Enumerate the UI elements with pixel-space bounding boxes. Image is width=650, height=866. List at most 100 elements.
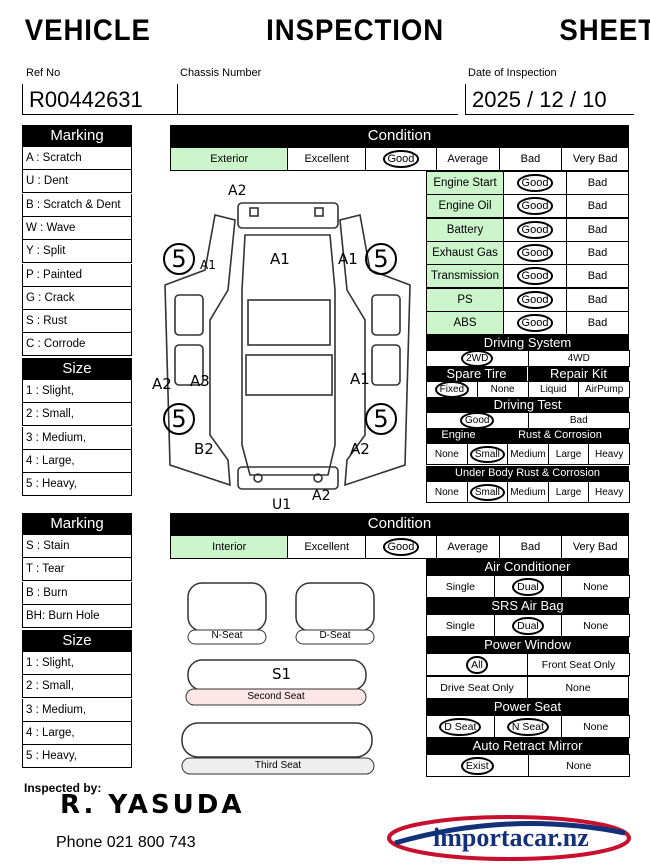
underbody-header: Under Body Rust & Corrosion xyxy=(426,466,629,481)
exterior-diagram xyxy=(164,202,411,490)
marking-item: S : Rust xyxy=(22,310,132,334)
mirror-text: None xyxy=(566,759,592,772)
spare-option[interactable]: Liquid xyxy=(527,381,580,398)
power-window-option[interactable]: All xyxy=(426,653,528,676)
air-conditioner-text: Single xyxy=(445,580,475,593)
driving-system-selected: 2WD xyxy=(461,350,494,367)
check-good[interactable]: Good xyxy=(503,194,567,219)
check-good[interactable]: Good xyxy=(503,264,567,289)
driving-test-selected: Good xyxy=(459,412,496,429)
int-excellent[interactable]: Excellent xyxy=(287,535,367,559)
damage-mark: A1 xyxy=(350,370,370,388)
power-window-text: Front Seat Only xyxy=(541,658,616,671)
engine-rust-option[interactable]: Large xyxy=(547,443,590,465)
power-window-option[interactable]: None xyxy=(527,676,629,699)
check-good[interactable]: Good xyxy=(503,287,567,312)
driving-test-option[interactable]: Bad xyxy=(527,412,630,429)
check-label: PS xyxy=(426,287,504,312)
spare-tire-selected: Fixed xyxy=(434,381,470,398)
third-seat-label: Third Seat xyxy=(254,760,302,771)
power-window-option[interactable]: Drive Seat Only xyxy=(426,676,528,699)
marking2-item: T : Tear xyxy=(22,558,132,582)
marking-header: Marking xyxy=(22,125,132,147)
marking-item: W : Wave xyxy=(22,216,132,240)
srs-option[interactable]: Single xyxy=(426,614,495,637)
cond-excellent[interactable]: Excellent xyxy=(287,147,367,171)
check-bad[interactable]: Bad xyxy=(566,264,629,289)
engine-rust-option[interactable]: Heavy xyxy=(588,443,630,465)
damage-mark: A2 xyxy=(152,375,172,393)
damage-mark: 5 xyxy=(365,243,397,275)
spare-option[interactable]: Fixed xyxy=(426,381,478,398)
air-conditioner-option[interactable]: None xyxy=(561,575,630,598)
power-seat-option[interactable]: None xyxy=(561,715,630,738)
underbody-option[interactable]: Heavy xyxy=(588,481,630,503)
engine-rust-text: Medium xyxy=(510,448,546,460)
check-label: Exhaust Gas xyxy=(426,240,504,265)
check-good[interactable]: Good xyxy=(503,240,567,265)
driving-test-option[interactable]: Good xyxy=(426,412,529,429)
repair-kit-text: Liquid xyxy=(540,384,567,395)
check-bad[interactable]: Bad xyxy=(566,310,629,335)
driving-system-option[interactable]: 4WD xyxy=(527,350,630,367)
spare-option[interactable]: AirPump xyxy=(578,381,630,398)
exterior-condition-row: Exterior Excellent Good Average Bad Very… xyxy=(169,147,629,171)
power-window-text: Drive Seat Only xyxy=(440,681,514,694)
check-good[interactable]: Good xyxy=(503,217,567,242)
marking2-item: S : Stain xyxy=(22,535,132,558)
phone: Phone 021 800 743 xyxy=(56,834,196,851)
engine-rust-selected: Small xyxy=(469,445,505,463)
engine-rust-option[interactable]: Medium xyxy=(507,443,549,465)
int-average[interactable]: Average xyxy=(435,535,500,559)
underbody-option[interactable]: Medium xyxy=(507,481,549,503)
second-seat-label: Second Seat xyxy=(247,691,305,702)
repair-kit-header: Repair Kit xyxy=(528,366,629,381)
srs-option[interactable]: Dual xyxy=(493,614,563,637)
air-conditioner-option[interactable]: Dual xyxy=(493,575,563,598)
spare-option[interactable]: None xyxy=(476,381,529,398)
engine-rust-option[interactable]: None xyxy=(426,443,468,465)
power-seat-header: Power Seat xyxy=(426,699,629,715)
damage-mark: A2 xyxy=(228,183,247,199)
size2-item: 2 : Small, xyxy=(22,675,132,699)
mirror-option[interactable]: Exist xyxy=(426,754,529,777)
cond-good[interactable]: Good xyxy=(365,147,437,171)
check-label: Battery xyxy=(426,217,504,242)
size-item: 1 : Slight, xyxy=(22,380,132,403)
underbody-option[interactable]: Large xyxy=(547,481,590,503)
underbody-selected: Small xyxy=(469,483,505,501)
check-bad[interactable]: Bad xyxy=(566,240,629,265)
air-conditioner-option[interactable]: Single xyxy=(426,575,495,598)
power-window-option[interactable]: Front Seat Only xyxy=(527,653,630,676)
underbody-option[interactable]: Small xyxy=(466,481,509,503)
check-good[interactable]: Good xyxy=(503,171,567,195)
check-bad[interactable]: Bad xyxy=(566,217,629,242)
mirror-option[interactable]: None xyxy=(527,754,630,777)
damage-mark: A1 xyxy=(270,250,290,268)
check-label: Transmission xyxy=(426,264,504,289)
int-good[interactable]: Good xyxy=(365,535,437,559)
interior-label: Interior xyxy=(169,535,289,559)
check-bad[interactable]: Bad xyxy=(566,287,629,312)
driving-system-option[interactable]: 2WD xyxy=(426,350,529,367)
cond-average[interactable]: Average xyxy=(435,147,500,171)
size-header: Size xyxy=(22,358,132,380)
damage-mark: A1 xyxy=(338,250,358,268)
cond-bad[interactable]: Bad xyxy=(498,147,563,171)
srs-option[interactable]: None xyxy=(561,614,630,637)
repair-kit-text: AirPump xyxy=(584,384,624,395)
damage-mark: A2 xyxy=(312,488,331,504)
check-bad[interactable]: Bad xyxy=(566,171,629,195)
underbody-option[interactable]: None xyxy=(426,481,468,503)
check-good[interactable]: Good xyxy=(503,310,567,335)
int-bad[interactable]: Bad xyxy=(498,535,563,559)
int-very-bad[interactable]: Very Bad xyxy=(561,535,629,559)
power-seat-option[interactable]: D Seat xyxy=(426,715,495,738)
air-conditioner-text: None xyxy=(583,580,609,593)
power-seat-option[interactable]: N Seat xyxy=(493,715,563,738)
check-bad[interactable]: Bad xyxy=(566,194,629,219)
underbody-text: Medium xyxy=(510,486,546,498)
engine-rust-option[interactable]: Small xyxy=(466,443,509,465)
cond-very-bad[interactable]: Very Bad xyxy=(561,147,629,171)
damage-mark: 5 xyxy=(365,403,397,435)
